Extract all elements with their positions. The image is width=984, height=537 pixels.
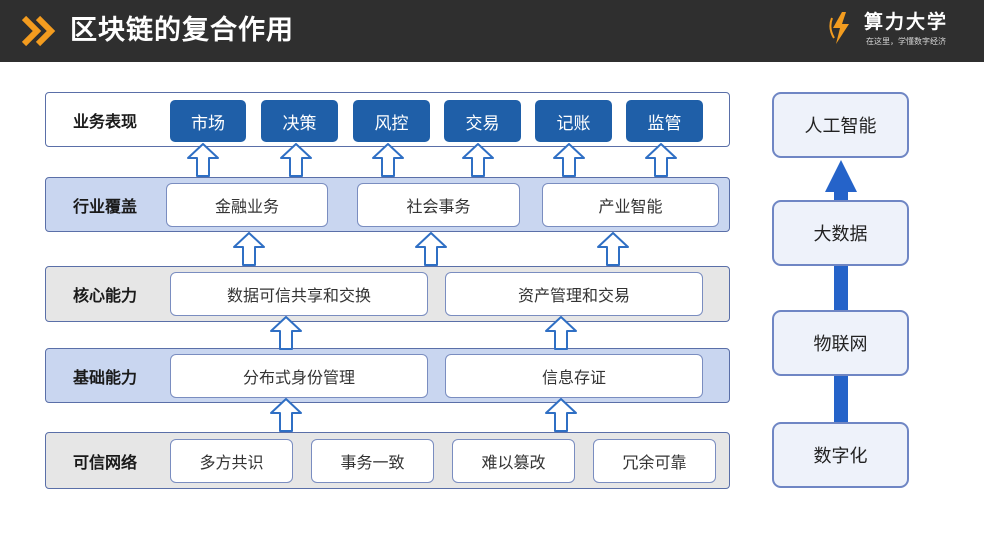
network-item: 多方共识 — [170, 439, 293, 483]
page-title: 区块链的复合作用 — [70, 15, 294, 46]
network-item: 难以篡改 — [452, 439, 575, 483]
layer-core: 核心能力 数据可信共享和交换 资产管理和交易 — [45, 266, 730, 322]
core-item: 资产管理和交易 — [445, 272, 703, 316]
network-item: 事务一致 — [311, 439, 434, 483]
brand-logo-icon — [829, 12, 849, 44]
brand-name: 算力大学 — [864, 11, 949, 33]
industry-item: 金融业务 — [166, 183, 328, 227]
base-item: 信息存证 — [445, 354, 703, 398]
up-arrow-icon — [187, 143, 219, 177]
business-item: 风控 — [353, 100, 430, 142]
base-item: 分布式身份管理 — [170, 354, 428, 398]
business-item: 交易 — [444, 100, 521, 142]
chevron-right-icon — [21, 15, 42, 47]
industry-item: 产业智能 — [542, 183, 719, 227]
stack-item-bigdata: 大数据 — [772, 200, 909, 266]
business-item: 决策 — [261, 100, 338, 142]
layer-label: 可信网络 — [72, 452, 137, 472]
layer-label: 基础能力 — [72, 367, 137, 387]
up-arrow-icon — [545, 316, 577, 350]
business-item: 监管 — [626, 100, 703, 142]
stack-connector — [834, 376, 848, 422]
layer-industry: 行业覆盖 金融业务 社会事务 产业智能 — [45, 177, 730, 232]
layer-network: 可信网络 多方共识 事务一致 难以篡改 冗余可靠 — [45, 432, 730, 489]
up-arrow-icon — [545, 398, 577, 432]
stack-item-digitization: 数字化 — [772, 422, 909, 488]
up-arrow-icon — [415, 232, 447, 266]
up-arrow-icon — [270, 316, 302, 350]
layer-label: 行业覆盖 — [72, 196, 137, 216]
layer-business: 业务表现 市场 决策 风控 交易 记账 监管 — [45, 92, 730, 147]
brand-slogan: 在这里，学懂数字经济 — [866, 37, 946, 46]
core-item: 数据可信共享和交换 — [170, 272, 428, 316]
stack-connector — [834, 266, 848, 310]
up-arrow-icon — [645, 143, 677, 177]
up-arrow-icon — [372, 143, 404, 177]
network-item: 冗余可靠 — [593, 439, 716, 483]
stack-item-ai: 人工智能 — [772, 92, 909, 158]
up-arrow-icon — [280, 143, 312, 177]
up-arrow-icon — [233, 232, 265, 266]
layer-label: 核心能力 — [72, 286, 137, 305]
up-arrow-icon — [270, 398, 302, 432]
stack-item-iot: 物联网 — [772, 310, 909, 376]
industry-item: 社会事务 — [357, 183, 520, 227]
up-arrow-icon — [462, 143, 494, 177]
up-arrow-icon — [553, 143, 585, 177]
chevron-right-icon — [35, 15, 56, 47]
up-arrow-icon — [597, 232, 629, 266]
business-item: 记账 — [535, 100, 612, 142]
stack-connector — [834, 192, 848, 200]
up-arrow-icon — [825, 160, 857, 192]
business-item: 市场 — [170, 100, 246, 142]
layer-label: 业务表现 — [72, 111, 137, 131]
layer-base: 基础能力 分布式身份管理 信息存证 — [45, 348, 730, 403]
header-bar: 区块链的复合作用 算力大学 在这里，学懂数字经济 — [0, 0, 984, 62]
